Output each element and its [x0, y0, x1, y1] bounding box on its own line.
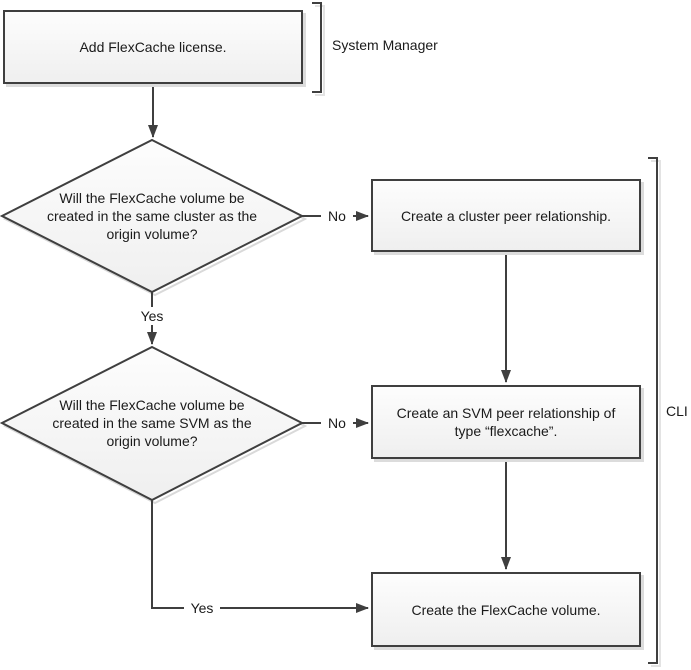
bracket-cli-shape [648, 157, 661, 667]
process-box-svm-peer-line1: Create an SVM peer relationship of [396, 405, 616, 421]
process-box-create-volume: Create the FlexCache volume. [371, 572, 641, 647]
decision-same-svm-line2: created in the same SVM as the [52, 415, 252, 431]
decision-same-cluster-line2: created in the same cluster as the [46, 208, 258, 224]
edge-label-yes-svm: Yes [184, 599, 220, 617]
process-box-svm-peer-line2: type “flexcache”. [454, 423, 558, 439]
decision-same-svm-line1: Will the FlexCache volume be [59, 397, 245, 413]
process-box-svm-peer: Create an SVM peer relationship of type … [371, 385, 641, 459]
decision-same-cluster-label: Will the FlexCache volume be created in … [27, 189, 277, 243]
decision-same-svm-line3: origin volume? [106, 433, 198, 449]
process-box-cluster-peer: Create a cluster peer relationship. [371, 179, 641, 252]
bracket-label-system-manager: System Manager [332, 37, 438, 53]
process-box-add-license-label: Add FlexCache license. [79, 39, 227, 55]
edge-label-no-svm: No [321, 414, 353, 432]
process-box-add-license: Add FlexCache license. [3, 10, 303, 84]
decision-same-cluster-line3: origin volume? [106, 226, 198, 242]
process-box-create-volume-label: Create the FlexCache volume. [411, 601, 601, 618]
connector-yes-create-volume [151, 500, 369, 613]
decision-same-cluster-line1: Will the FlexCache volume be [59, 190, 245, 206]
bracket-system-manager-shape [312, 2, 325, 96]
process-box-cluster-peer-label: Create a cluster peer relationship. [400, 207, 612, 224]
edge-label-no-cluster: No [321, 207, 353, 225]
bracket-label-cli: CLI [666, 403, 688, 419]
decision-same-svm-label: Will the FlexCache volume be created in … [27, 396, 277, 450]
edge-label-yes-cluster: Yes [135, 307, 169, 325]
